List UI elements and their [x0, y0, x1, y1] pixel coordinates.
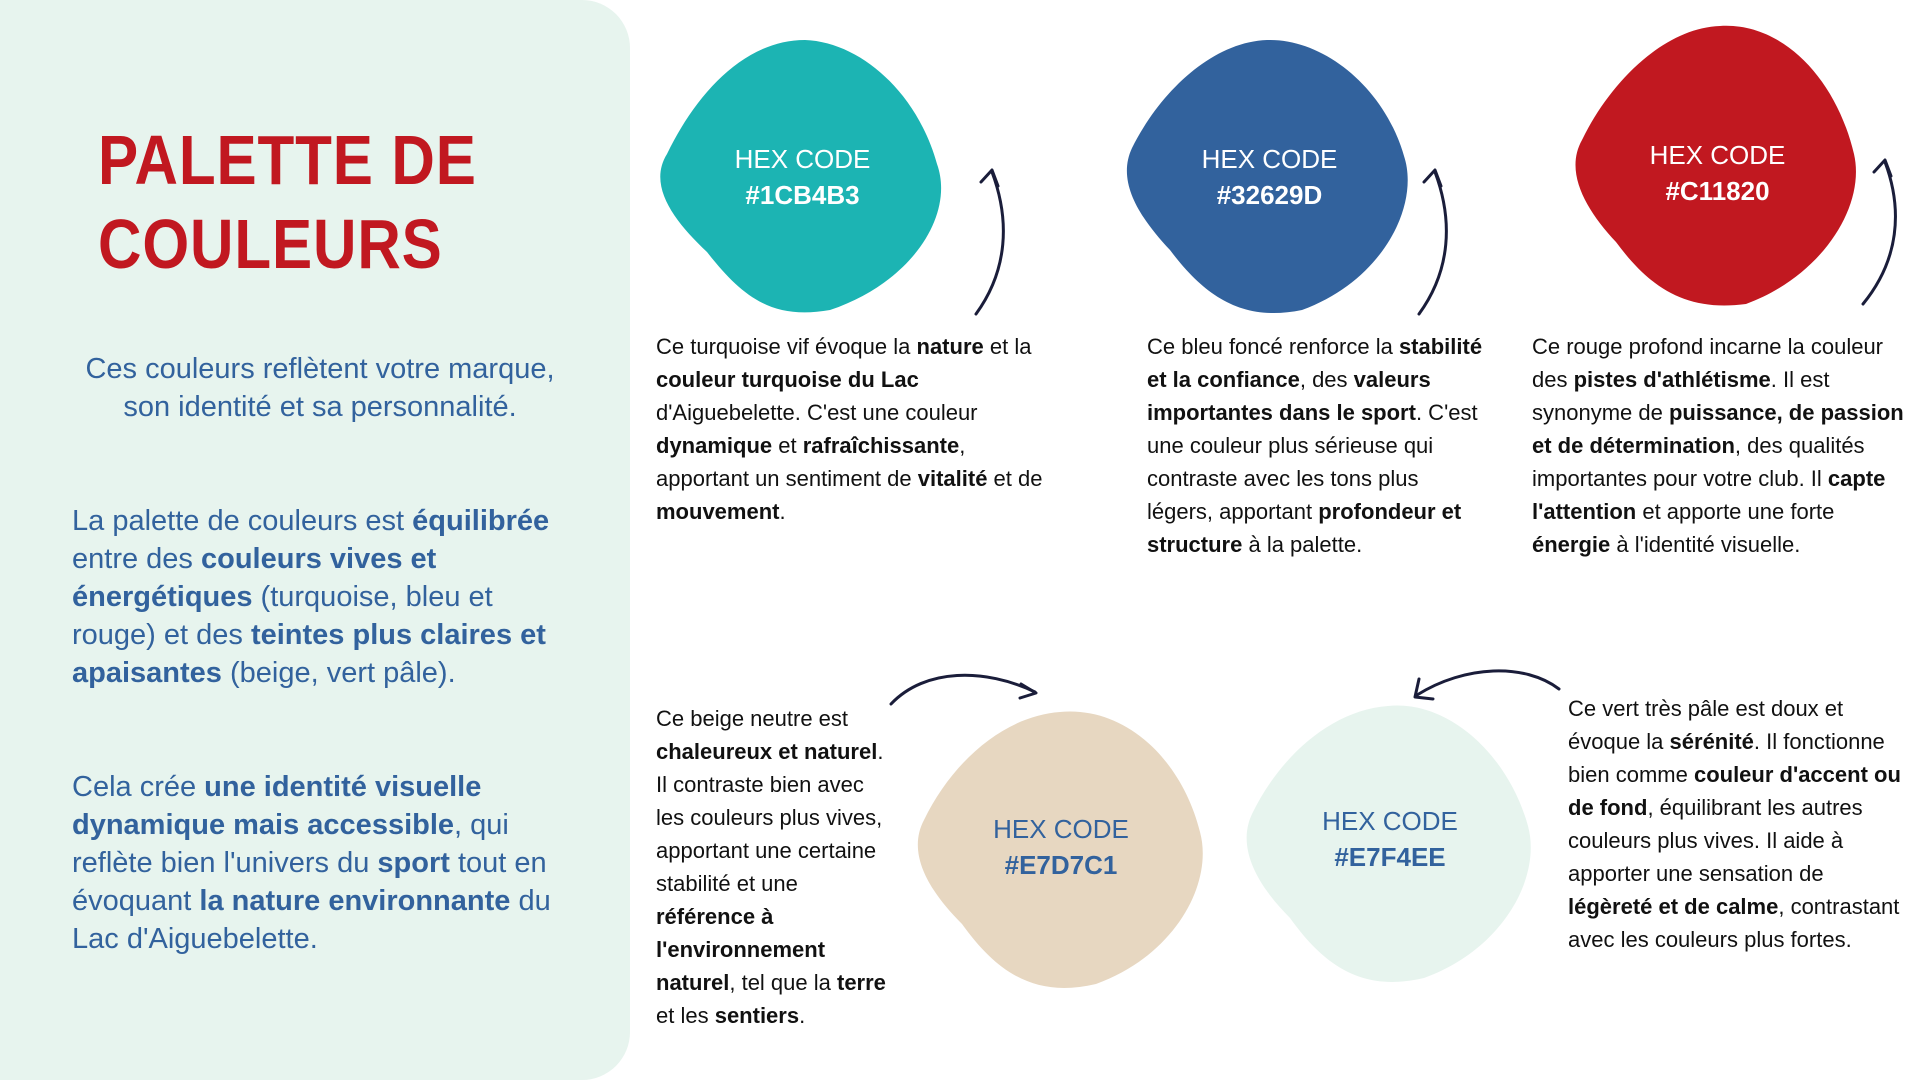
palette-balance-text: La palette de couleurs est équilibrée en…: [72, 505, 550, 689]
swatch-beige-label: HEX CODE: [993, 814, 1129, 844]
intro-text: Ces couleurs reflètent votre marque, son…: [85, 353, 555, 423]
swatch-red-shape: [1575, 25, 1856, 306]
swatch-pale-green-shape: [1246, 705, 1531, 982]
swatch-turquoise-label: HEX CODE: [734, 144, 871, 174]
swatch-pale-green-code: #E7F4EE: [1334, 842, 1446, 872]
page-title: PALETTE DE COULEURS: [98, 118, 477, 286]
swatch-turquoise-description: Ce turquoise vif évoque la nature et la …: [656, 334, 1043, 524]
swatch-blue-label: HEX CODE: [1201, 144, 1338, 174]
swatch-turquoise-code: #1CB4B3: [745, 180, 860, 210]
page-title-line-2: COULEURS: [98, 205, 443, 283]
swatch-pale-green: HEX CODE #E7F4EE: [1242, 702, 1538, 984]
swatch-turquoise: HEX CODE #1CB4B3: [655, 36, 950, 316]
swatch-blue: HEX CODE #32629D: [1122, 36, 1417, 316]
sidebar-panel: [0, 0, 630, 1080]
swatch-turquoise-shape: [660, 40, 942, 313]
swatch-pale-green-label: HEX CODE: [1322, 806, 1458, 836]
arrow-beige-icon: [889, 673, 1038, 706]
swatch-beige-description: Ce beige neutre est chaleureux et nature…: [656, 706, 886, 1028]
swatch-blue-code: #32629D: [1216, 180, 1323, 210]
swatch-red-description: Ce rouge profond incarne la couleur des …: [1532, 334, 1904, 557]
swatch-red-label: HEX CODE: [1649, 140, 1786, 170]
swatch-pale-green-description: Ce vert très pâle est doux et évoque la …: [1568, 696, 1901, 952]
arrow-blue-icon: [1417, 168, 1448, 316]
arrow-pale-green-icon: [1413, 669, 1561, 701]
swatch-beige-shape: [917, 711, 1203, 988]
swatch-red-code: #C11820: [1665, 176, 1770, 206]
swatch-red: HEX CODE #C11820: [1570, 20, 1865, 310]
arrow-red-icon: [1861, 158, 1897, 306]
arrow-turquoise-icon: [974, 168, 1005, 316]
swatch-beige: HEX CODE #E7D7C1: [912, 708, 1210, 992]
visual-identity-text: Cela crée une identité visuelle dynamiqu…: [72, 771, 551, 955]
page-title-line-1: PALETTE DE: [98, 121, 477, 199]
swatch-blue-description: Ce bleu foncé renforce la stabilité et l…: [1147, 334, 1483, 557]
swatch-beige-code: #E7D7C1: [1004, 850, 1118, 880]
swatch-blue-shape: [1126, 39, 1408, 314]
